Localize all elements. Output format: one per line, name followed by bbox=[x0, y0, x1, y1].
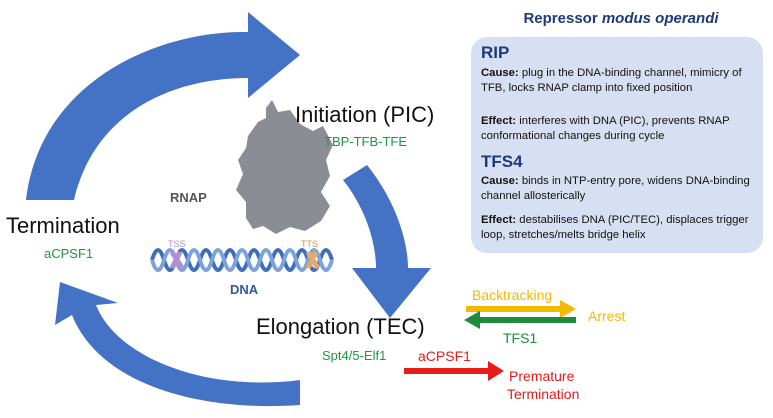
elongation-factors: Spt4/5-Elf1 bbox=[322, 348, 386, 363]
rnap-structure bbox=[236, 100, 333, 234]
termination-factors: aCPSF1 bbox=[44, 246, 93, 261]
tfs4-cause-text: binds in NTP-entry pore, widens DNA-bind… bbox=[481, 175, 750, 202]
rip-cause: Cause: plug in the DNA-binding channel, … bbox=[481, 66, 757, 96]
rnap-label: RNAP bbox=[170, 190, 207, 205]
dna-helix bbox=[150, 248, 334, 272]
panel-title: Repressor modus operandi bbox=[486, 10, 756, 27]
panel-title-prefix: Repressor bbox=[523, 10, 598, 27]
cycle-arrow-right bbox=[343, 165, 431, 318]
tfs4-cause: Cause: binds in NTP-entry pore, widens D… bbox=[481, 174, 757, 204]
elongation-label: Elongation (TEC) bbox=[256, 314, 425, 339]
tts-segment bbox=[305, 250, 321, 270]
tss-segment bbox=[169, 250, 185, 270]
tfs4-effect-label: Effect: bbox=[481, 214, 517, 226]
cycle-arrow-top bbox=[26, 12, 300, 200]
rip-effect: Effect: interferes with DNA (PIC), preve… bbox=[481, 114, 757, 144]
cycle-arrow-bottom bbox=[55, 282, 300, 407]
tfs4-cause-label: Cause: bbox=[481, 175, 519, 187]
arrest-label: Arrest bbox=[588, 308, 625, 324]
rip-cause-label: Cause: bbox=[481, 67, 519, 79]
premature-label-line2: Termination bbox=[507, 386, 579, 402]
premature-label-line1: Premature bbox=[509, 368, 575, 384]
tfs4-effect-text: destabilises DNA (PIC/TEC), displaces tr… bbox=[481, 214, 749, 241]
backtracking-label: Backtracking bbox=[472, 287, 552, 303]
rip-cause-text: plug in the DNA-binding channel, mimicry… bbox=[481, 67, 742, 94]
rip-heading: RIP bbox=[481, 43, 510, 62]
tfs4-heading: TFS4 bbox=[481, 152, 523, 171]
tss-label: TSS bbox=[168, 239, 186, 249]
panel-title-italic: modus operandi bbox=[601, 10, 719, 27]
repressor-panel: RIP Cause: plug in the DNA-binding chann… bbox=[471, 37, 763, 253]
dna-label: DNA bbox=[230, 282, 259, 297]
tfs4-effect: Effect: destabilises DNA (PIC/TEC), disp… bbox=[481, 213, 757, 243]
termination-label: Termination bbox=[6, 213, 120, 238]
initiation-factors: TBP-TFB-TFE bbox=[324, 134, 407, 149]
acpsf1-label: aCPSF1 bbox=[418, 348, 471, 364]
rip-effect-text: interferes with DNA (PIC), prevents RNAP… bbox=[481, 115, 730, 142]
backtracking-arrow bbox=[466, 300, 576, 318]
acpsf1-arrow bbox=[404, 361, 504, 381]
tts-label: TTS bbox=[301, 239, 318, 249]
tfs1-arrow bbox=[464, 311, 576, 329]
rip-effect-label: Effect: bbox=[481, 115, 517, 127]
tfs1-label: TFS1 bbox=[503, 330, 537, 346]
initiation-label: Initiation (PIC) bbox=[295, 102, 434, 127]
